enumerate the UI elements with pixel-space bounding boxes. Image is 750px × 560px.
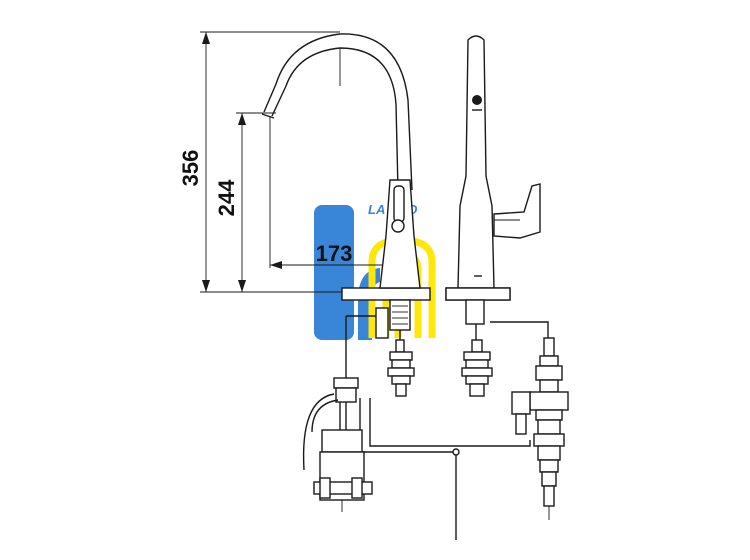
hose-lines [359, 321, 549, 540]
valve-assembly-right [511, 337, 569, 520]
dimension-label-173: 173 [316, 241, 353, 266]
pull-down-weight-assembly [302, 377, 373, 512]
faucet-front-view [261, 33, 421, 397]
dimension-total-height: 356 [178, 31, 340, 292]
faucet-side-view [445, 35, 541, 397]
watermark-blue-block [314, 205, 354, 340]
dimension-label-244: 244 [214, 179, 239, 216]
dimension-label-356: 356 [178, 150, 203, 187]
dimension-outlet-height: 244 [214, 112, 276, 292]
